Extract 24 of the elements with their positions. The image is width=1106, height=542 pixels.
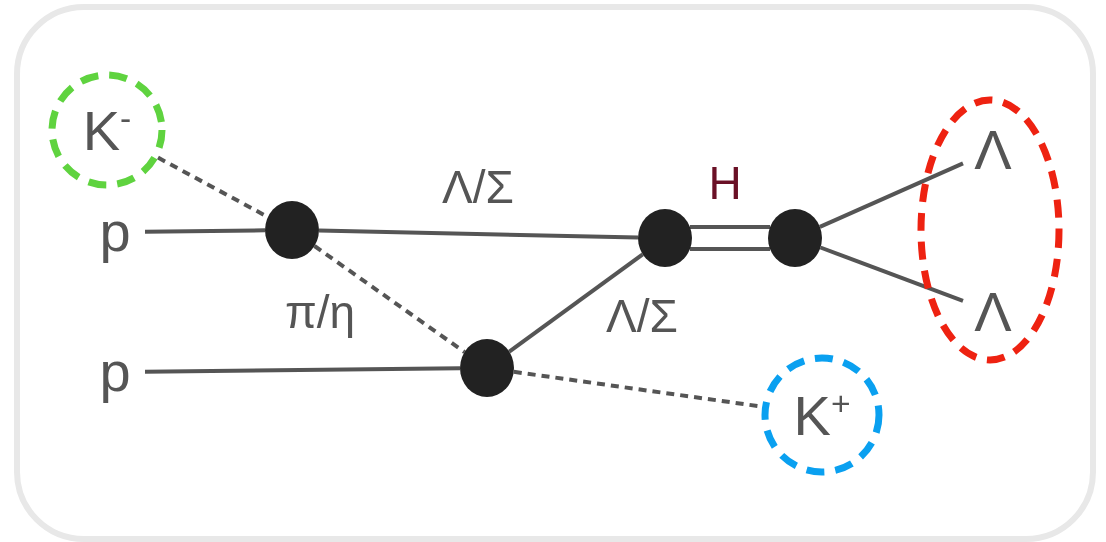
particle-line (819, 245, 964, 303)
particle-label: Λ (963, 118, 1023, 182)
vertex-dot (265, 201, 319, 259)
particle-line (508, 252, 644, 354)
particle-line (819, 161, 964, 229)
vertex-dot (638, 209, 692, 267)
edge-label: H (708, 160, 742, 206)
edge-label: Λ/Σ (442, 164, 514, 210)
dashed-ellipse (49, 72, 165, 188)
particle-label: Λ (963, 280, 1023, 344)
particle-label: K$^{-}$ (82, 101, 132, 159)
vertex-dot (460, 339, 514, 397)
dashed-line (313, 244, 466, 354)
edge-label: Λ/Σ (606, 293, 678, 339)
particle-label: K$^{+}$ (793, 386, 851, 444)
double-line (688, 225, 772, 251)
particle-line (318, 228, 639, 240)
particle-line (144, 228, 266, 234)
particle-label: p (85, 340, 145, 404)
dashed-ellipse (762, 355, 882, 475)
particle-line (144, 366, 461, 374)
dashed-ellipse (918, 97, 1062, 363)
vertex-dot (768, 209, 822, 267)
particle-label: p (85, 200, 145, 264)
